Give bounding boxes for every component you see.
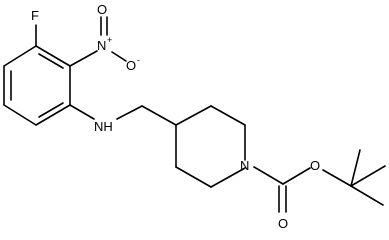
bond-methyl-2 <box>350 185 384 206</box>
nitro-oxygen-label: O <box>97 2 107 17</box>
piperidine-nitrogen-label: N <box>240 158 249 173</box>
ring-bond-c6-c1 <box>3 45 37 67</box>
pip-bond-c3-c2 <box>210 105 246 126</box>
bond-n-carbonyl <box>253 166 284 185</box>
benzene-ring <box>3 45 71 126</box>
bond-ch2-c4 <box>141 105 177 126</box>
bond-c-nh <box>69 104 95 120</box>
pip-bond-c4-c3 <box>175 105 212 126</box>
fluorine-label: F <box>31 8 39 23</box>
ring-double-bond-2 <box>38 102 64 118</box>
ester-oxygen-label: O <box>310 158 320 173</box>
ring-bond-c3-c4 <box>35 104 71 126</box>
nitro-plus-charge: + <box>107 35 112 45</box>
bond-n-o-single <box>111 51 127 62</box>
ring-bond-c4-c5 <box>3 104 37 126</box>
carbonyl-oxygen-label: O <box>278 216 288 231</box>
ring-double-bond-1 <box>38 53 64 69</box>
bond-methyl-1 <box>350 165 386 187</box>
bond-methyl-3 <box>350 149 361 187</box>
amine-label: NH <box>94 119 113 134</box>
pip-bond-n-c6 <box>210 167 246 188</box>
ring-bond-c1-c2 <box>35 45 71 67</box>
bond-carbonyl-ester-o <box>282 167 311 185</box>
pip-bond-c6-c5 <box>175 166 212 188</box>
nitro-nitrogen-label: N <box>97 38 106 53</box>
bond-c-nitro <box>69 50 98 67</box>
nitro-minus-charge: - <box>137 55 140 65</box>
nitro-oxygen-minus-label: O <box>126 58 136 73</box>
bond-o-tbutyl <box>322 169 352 187</box>
bond-nh-ch2 <box>116 105 143 120</box>
piperidine-ring <box>175 105 246 188</box>
